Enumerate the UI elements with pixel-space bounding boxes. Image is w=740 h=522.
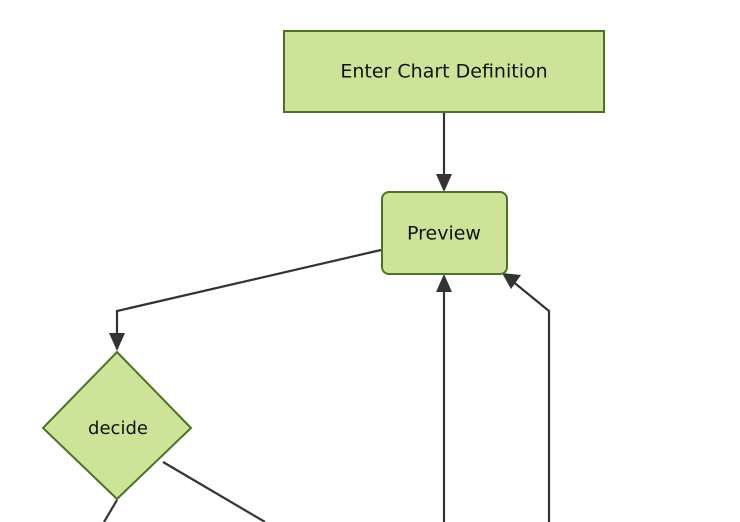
edge-line [162, 461, 266, 522]
node-preview[interactable]: Preview [381, 191, 508, 275]
node-rectangle-shape[interactable] [283, 30, 605, 113]
node-layer: Enter Chart Definition Preview decide [41, 30, 605, 501]
edge-line [103, 499, 118, 522]
node-label: Enter Chart Definition [340, 61, 547, 83]
edge-decide-out-left [103, 499, 118, 522]
edge-decide-out-right [162, 461, 266, 522]
arrow-head-icon [109, 333, 125, 351]
arrow-head-icon [502, 273, 521, 289]
edge-line [510, 279, 551, 522]
edge-preview-to-decide [109, 248, 382, 351]
node-label: decide [88, 418, 148, 439]
node-diamond-shape[interactable] [41, 350, 193, 501]
node-enter-chart-definition[interactable]: Enter Chart Definition [283, 30, 605, 113]
edge-enter-to-preview [436, 113, 452, 192]
node-rounded-rectangle-shape[interactable] [381, 191, 508, 275]
edge-line [115, 248, 382, 343]
edge-return-center-to-preview [436, 274, 452, 522]
arrow-head-icon [436, 274, 452, 292]
node-label: Preview [407, 223, 481, 245]
edge-layer [103, 113, 551, 522]
arrow-head-icon [436, 174, 452, 192]
edge-return-right-to-preview [502, 273, 551, 522]
node-decide[interactable]: decide [41, 350, 193, 501]
